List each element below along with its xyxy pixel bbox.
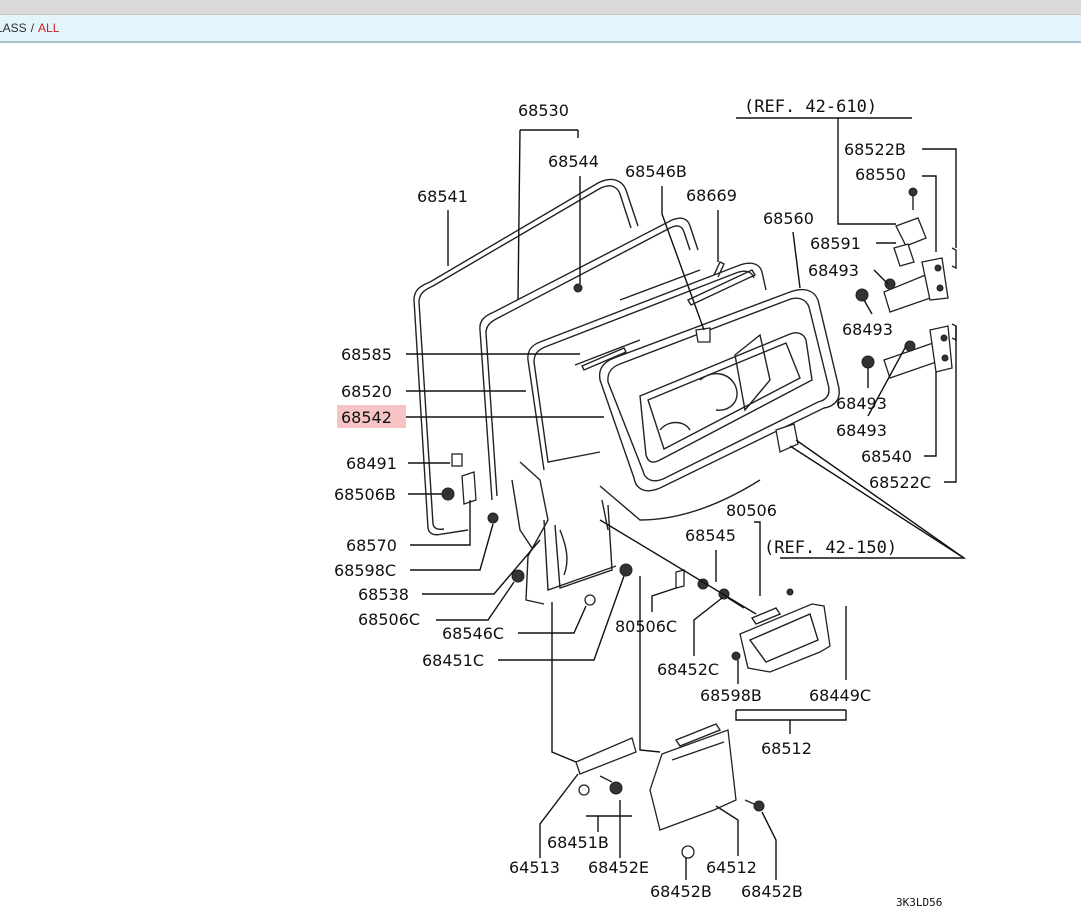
door-outer-frame: [598, 288, 840, 492]
ref-label-top: (REF. 42-610): [744, 97, 877, 117]
part-label-68560[interactable]: 68560: [763, 209, 814, 228]
part-label-68449c[interactable]: 68449C: [809, 686, 871, 705]
part-label-68546c[interactable]: 68546C: [442, 624, 504, 643]
leader-lines: [406, 117, 967, 880]
window-glass: [527, 262, 767, 471]
part-label-68540[interactable]: 68540: [861, 447, 912, 466]
part-label-80506[interactable]: 80506: [726, 501, 777, 520]
part-label-68550[interactable]: 68550: [855, 165, 906, 184]
breadcrumb-separator: /: [30, 21, 35, 35]
highlight-68542: [337, 405, 406, 428]
part-label-68542[interactable]: 68542: [341, 408, 392, 427]
ref-label-mid: (REF. 42-150): [764, 538, 897, 558]
part-label-68541[interactable]: 68541: [417, 187, 468, 206]
part-label-68570[interactable]: 68570: [346, 536, 397, 555]
part-label-68493-d[interactable]: 68493: [836, 421, 887, 440]
part-label-68452b-2[interactable]: 68452B: [741, 882, 803, 901]
part-label-68493-c[interactable]: 68493: [836, 394, 887, 413]
part-label-68522c[interactable]: 68522C: [869, 473, 931, 492]
breadcrumb-current: LASS: [0, 21, 27, 35]
window-seal-inner: [479, 217, 699, 501]
part-label-64512[interactable]: 64512: [706, 858, 757, 877]
part-label-68452b-1[interactable]: 68452B: [650, 882, 712, 901]
hinge-assembly: [855, 187, 957, 379]
part-label-68493-a[interactable]: 68493: [808, 261, 859, 280]
part-label-68451b[interactable]: 68451B: [547, 833, 609, 852]
part-label-68530[interactable]: 68530: [518, 101, 569, 120]
part-label-68522b[interactable]: 68522B: [844, 140, 906, 159]
part-label-68546b[interactable]: 68546B: [625, 162, 687, 181]
part-label-68585[interactable]: 68585: [341, 345, 392, 364]
part-label-68591[interactable]: 68591: [810, 234, 861, 253]
glass-strip: [581, 261, 756, 371]
part-label-68451c[interactable]: 68451C: [422, 651, 484, 670]
window-top-bar: [0, 0, 1081, 15]
part-label-80506c[interactable]: 80506C: [615, 617, 677, 636]
diagram-code: 3K3LD56: [896, 896, 942, 909]
part-label-68545[interactable]: 68545: [685, 526, 736, 545]
part-label-68598b[interactable]: 68598B: [700, 686, 762, 705]
part-label-64513[interactable]: 64513: [509, 858, 560, 877]
handle-assembly: [731, 588, 831, 673]
part-label-68544[interactable]: 68544: [548, 152, 599, 171]
door-panel: [511, 461, 761, 605]
part-label-68491[interactable]: 68491: [346, 454, 397, 473]
part-label-68452c[interactable]: 68452C: [657, 660, 719, 679]
part-label-68506c[interactable]: 68506C: [358, 610, 420, 629]
lower-panel: [575, 723, 765, 859]
breadcrumb: LASS/ALL: [0, 15, 1081, 43]
small-hardware: [441, 283, 799, 609]
breadcrumb-link-all[interactable]: ALL: [38, 21, 60, 35]
part-label-68452e[interactable]: 68452E: [588, 858, 649, 877]
part-label-68506b[interactable]: 68506B: [334, 485, 396, 504]
part-label-68538[interactable]: 68538: [358, 585, 409, 604]
part-label-68598c[interactable]: 68598C: [334, 561, 396, 580]
part-label-68493-b[interactable]: 68493: [842, 320, 893, 339]
window-frame-seal: [413, 178, 639, 536]
part-label-68512[interactable]: 68512: [761, 739, 812, 758]
part-label-68669[interactable]: 68669: [686, 186, 737, 205]
part-label-68520[interactable]: 68520: [341, 382, 392, 401]
